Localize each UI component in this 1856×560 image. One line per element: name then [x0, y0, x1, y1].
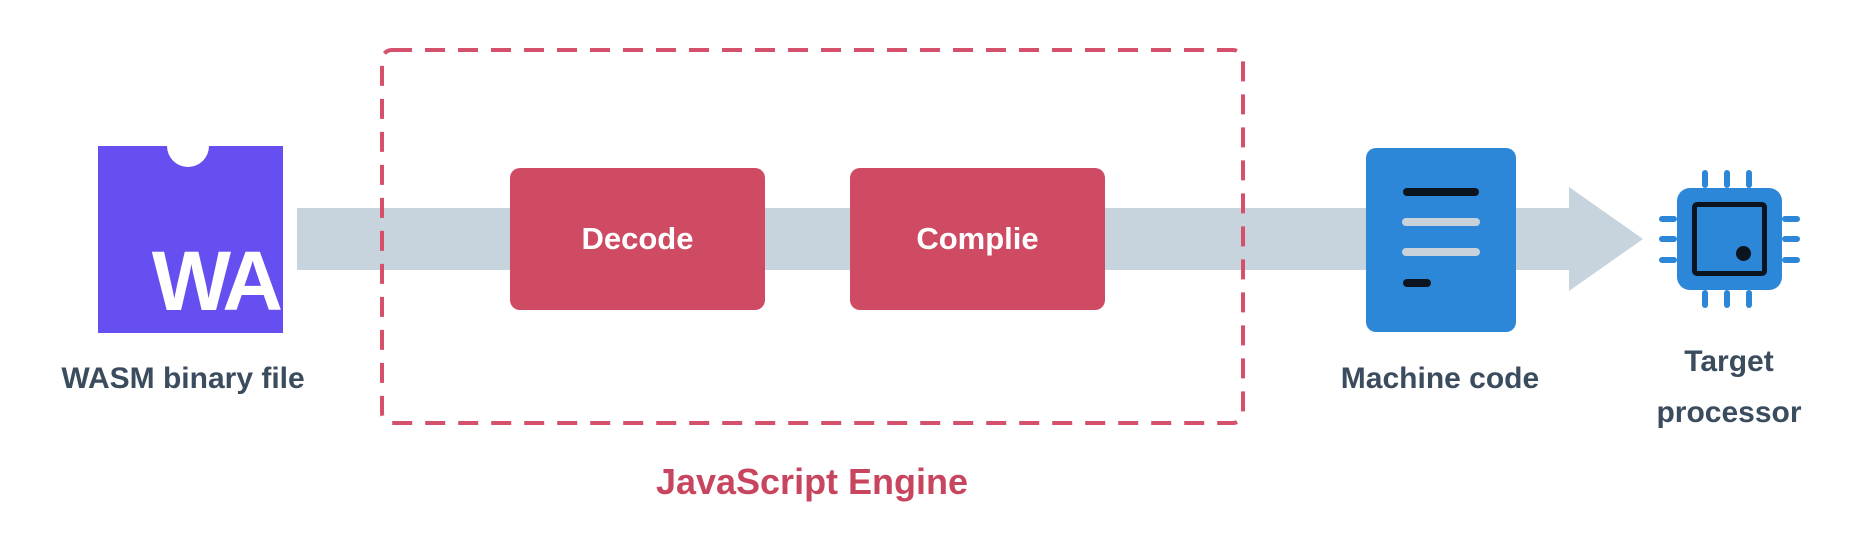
- decode-stage-label: Decode: [581, 221, 694, 256]
- target-processor-label: Target processor: [1629, 336, 1829, 438]
- flow-arrowhead-icon: [1569, 187, 1643, 291]
- cpu-pin: [1702, 290, 1708, 308]
- target-processor-label-line2: processor: [1656, 396, 1802, 429]
- cpu-pin: [1782, 257, 1800, 263]
- wasm-badge-notch: [167, 125, 209, 167]
- cpu-pin: [1746, 290, 1752, 308]
- cpu-pin: [1659, 236, 1677, 242]
- compile-stage-box: Complie: [850, 168, 1105, 310]
- cpu-pin: [1782, 236, 1800, 242]
- document-text-line: [1402, 248, 1480, 256]
- cpu-pin: [1659, 216, 1677, 222]
- wasm-binary-file-label: WASM binary file: [61, 362, 305, 395]
- javascript-engine-boundary: [380, 48, 1245, 425]
- javascript-engine-label: JavaScript Engine: [655, 461, 969, 502]
- cpu-core-outline: [1692, 202, 1767, 276]
- document-icon: [1366, 148, 1516, 332]
- decode-stage-box: Decode: [510, 168, 765, 310]
- machine-code-label: Machine code: [1340, 362, 1540, 395]
- cpu-pin: [1746, 170, 1752, 188]
- document-text-line: [1403, 279, 1431, 287]
- compile-stage-label: Complie: [916, 221, 1039, 256]
- document-text-line: [1402, 218, 1480, 226]
- cpu-pin: [1724, 170, 1730, 188]
- cpu-pin: [1659, 257, 1677, 263]
- document-text-line: [1403, 188, 1479, 196]
- cpu-pin: [1724, 290, 1730, 308]
- cpu-core-dot: [1736, 246, 1751, 261]
- cpu-pin: [1702, 170, 1708, 188]
- wasm-badge-icon: WA: [98, 125, 283, 333]
- target-processor-label-line1: Target: [1684, 345, 1774, 378]
- cpu-pin: [1782, 216, 1800, 222]
- cpu-icon: [1659, 170, 1800, 308]
- wasm-logo-text: WA: [151, 234, 283, 328]
